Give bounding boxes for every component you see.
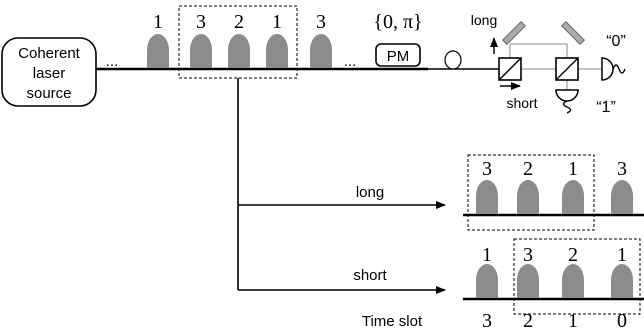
detector-0-label: “0” [606, 33, 626, 50]
phase-modulator-box [375, 43, 421, 67]
long-branch-pulse [476, 180, 498, 214]
mirror [501, 20, 527, 46]
ellipsis-left: ... [106, 53, 119, 70]
short-branch-pulse-label: 1 [482, 244, 492, 266]
long-branch-pulse [562, 180, 584, 214]
long-branch-pulse [611, 180, 633, 214]
mirror [560, 20, 586, 46]
short-branch-pulse [562, 264, 584, 298]
time-slot-value: 0 [617, 310, 627, 332]
detector-0-wire [612, 64, 626, 74]
phase-set-label: {0, π} [373, 11, 422, 33]
time-slot-value: 2 [523, 310, 533, 332]
fiber-coil [444, 50, 462, 70]
top-pulse [190, 34, 212, 68]
top-pulse [266, 34, 288, 68]
short-branch-label: short [353, 267, 387, 284]
short-arm-label: short [506, 95, 537, 111]
top-pulse [310, 34, 332, 68]
time-slot-value: 1 [568, 310, 578, 332]
time-slot-value: 3 [482, 310, 492, 332]
laser-source-label-1: Coherent [18, 45, 81, 62]
top-pulse-label: 3 [316, 11, 326, 33]
short-branch-selection-box [513, 238, 641, 315]
short-branch-pulse [476, 264, 498, 298]
short-branch-pulse [611, 264, 633, 298]
long-branch-pulse-label: 3 [482, 158, 492, 180]
detector-1-wire [562, 100, 572, 114]
short-branch-pulse-label: 3 [523, 244, 533, 266]
short-branch-pulse-label: 2 [568, 244, 578, 266]
long-branch-label: long [356, 184, 384, 201]
long-arm-label: long [471, 12, 497, 28]
long-branch-selection-box [467, 154, 595, 231]
long-branch-pulse [517, 180, 539, 214]
laser-source-label-3: source [26, 85, 71, 102]
detector-1-label: “1” [596, 99, 616, 116]
top-pulse [147, 34, 169, 68]
long-branch-pulse-label: 2 [523, 158, 533, 180]
detector-0-icon [601, 57, 614, 81]
long-branch-pulse-label: 3 [617, 158, 627, 180]
laser-source-box [1, 37, 97, 107]
short-branch-pulse [517, 264, 539, 298]
top-pulse-label: 1 [272, 11, 282, 33]
long-branch-pulse-label: 1 [568, 158, 578, 180]
top-pulse-label: 2 [234, 11, 244, 33]
beam-splitter-1-diagonal [498, 57, 522, 81]
top-pulse-label: 3 [196, 11, 206, 33]
detector-1-icon [555, 89, 579, 102]
laser-source-label-2: laser [33, 65, 66, 82]
time-slot-label: Time slot [362, 313, 423, 330]
short-branch-pulse-label: 1 [617, 244, 627, 266]
top-pulse-label: 1 [153, 11, 163, 33]
beam-splitter-2-diagonal [555, 57, 579, 81]
phase-modulator-label: PM [387, 48, 410, 65]
ellipsis-right: ... [344, 53, 357, 70]
top-pulse [228, 34, 250, 68]
